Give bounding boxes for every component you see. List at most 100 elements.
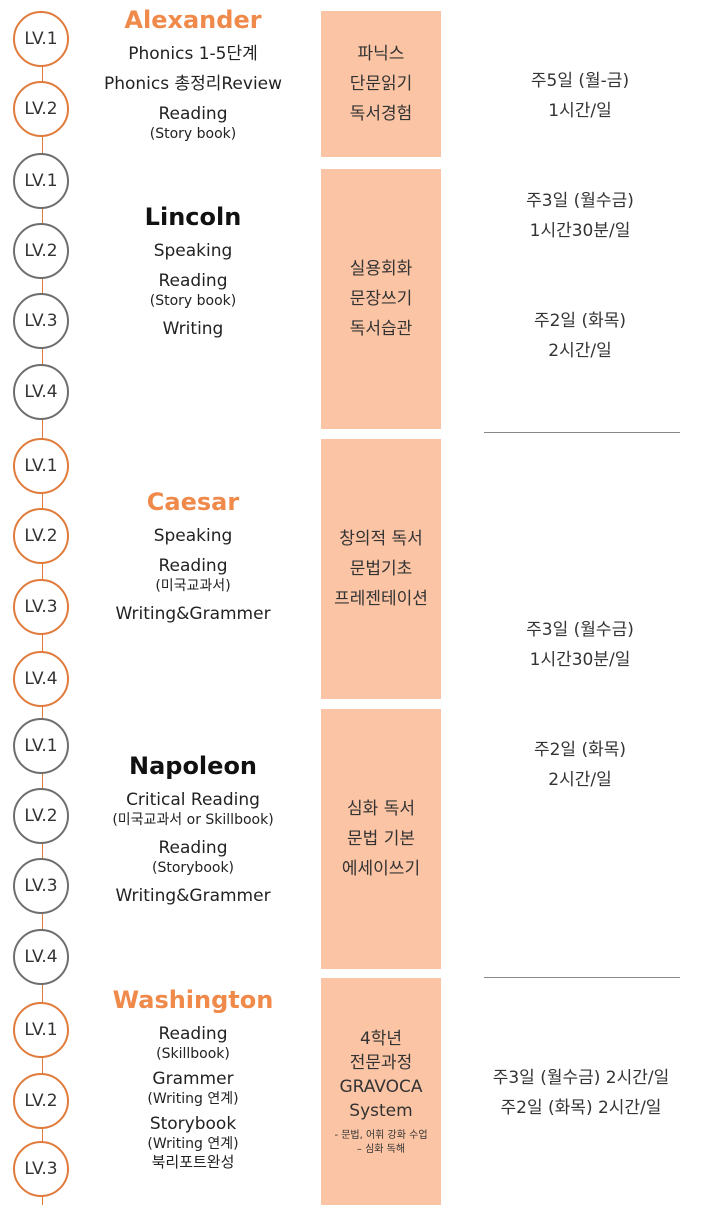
- subject-line: Writing: [162, 319, 224, 339]
- level-circle: LV.3: [13, 579, 69, 635]
- subject-sub: (미국교과서 or Skillbook): [112, 812, 274, 828]
- level-circle: LV.1: [13, 718, 69, 774]
- subject-line: Reading: [158, 838, 228, 858]
- schedule-line: 주2일 (화목): [533, 311, 627, 331]
- focus-box-caesar: 창의적 독서 문법기초 프레젠테이션: [321, 439, 441, 699]
- focus-item: GRAVOCA: [339, 1076, 423, 1097]
- level-circle: LV.2: [13, 81, 69, 137]
- subject-sub: (Storybook): [151, 860, 235, 876]
- level-label: LV.1: [24, 29, 58, 49]
- level-circle: LV.4: [13, 929, 69, 985]
- focus-item: 문법 기본: [347, 829, 415, 849]
- focus-item: 독서경험: [349, 104, 413, 124]
- subject-line: Writing&Grammer: [115, 886, 271, 906]
- schedule-line: 주2일 (화목): [533, 740, 627, 760]
- focus-note-line: – 심화 독해: [356, 1143, 406, 1155]
- level-circle: LV.2: [13, 223, 69, 279]
- subject-line: Grammer: [152, 1069, 234, 1089]
- program-title: Alexander: [124, 6, 262, 34]
- level-label: LV.2: [24, 99, 58, 119]
- focus-item: 실용회화: [349, 259, 413, 279]
- schedule-line: 주2일 (화목) 2시간/일: [500, 1098, 662, 1118]
- focus-box-lincoln: 실용회화 문장쓰기 독서습관: [321, 169, 441, 429]
- focus-item: 에세이쓰기: [341, 859, 421, 879]
- subject-sub: (Writing 연계): [147, 1136, 239, 1152]
- program-title: Lincoln: [144, 203, 242, 231]
- subject-sub: (Writing 연계): [147, 1091, 239, 1107]
- subject-line: Reading: [158, 104, 228, 124]
- focus-item: 단문읽기: [349, 74, 413, 94]
- level-label: LV.2: [24, 1091, 58, 1111]
- program-title: Caesar: [146, 488, 240, 516]
- subject-line: Phonics 1-5단계: [128, 44, 258, 64]
- subject-line: Speaking: [153, 526, 233, 546]
- level-label: LV.3: [24, 876, 58, 896]
- level-label: LV.4: [24, 669, 58, 689]
- schedule-line: 1시간30분/일: [529, 650, 631, 670]
- level-label: LV.2: [24, 526, 58, 546]
- level-circle: LV.3: [13, 858, 69, 914]
- subject-sub: (Skillbook): [156, 1046, 230, 1062]
- level-circle: LV.2: [13, 508, 69, 564]
- schedule-line: 주3일 (월수금): [526, 191, 634, 211]
- focus-item: System: [349, 1100, 413, 1121]
- focus-item: 독서습관: [349, 319, 413, 339]
- section-divider: [484, 432, 680, 433]
- schedule-line: 주3일 (월수금) 2시간/일: [492, 1068, 670, 1088]
- program-washington: Washington Reading (Skillbook) Grammer (…: [90, 985, 296, 1171]
- schedule-line: 1시간/일: [548, 101, 612, 121]
- focus-item: 4학년: [359, 1028, 403, 1049]
- schedule-block: 주3일 (월수금) 1시간30분/일: [480, 615, 680, 675]
- program-napoleon: Napoleon Critical Reading (미국교과서 or Skil…: [90, 751, 296, 907]
- level-label: LV.4: [24, 382, 58, 402]
- level-label: LV.1: [24, 736, 58, 756]
- schedule-block: 주5일 (월-금) 1시간/일: [480, 66, 680, 126]
- level-label: LV.3: [24, 311, 58, 331]
- schedule-block: 주2일 (화목) 2시간/일: [480, 735, 680, 795]
- schedule-block: 주3일 (월수금) 2시간/일 주2일 (화목) 2시간/일: [470, 1063, 692, 1123]
- schedule-block: 주3일 (월수금) 1시간30분/일: [480, 186, 680, 246]
- schedule-line: 주3일 (월수금): [526, 620, 634, 640]
- section-divider: [484, 977, 680, 978]
- focus-note-line: - 문법, 어휘 강화 수업: [334, 1129, 428, 1141]
- subject-sub: (Story book): [149, 293, 237, 309]
- subject-line: Storybook: [149, 1114, 237, 1134]
- subject-sub: (Story book): [149, 126, 237, 142]
- subject-line: 북리포트완성: [151, 1153, 235, 1171]
- level-circle: LV.2: [13, 1073, 69, 1129]
- focus-item: 심화 독서: [347, 799, 415, 819]
- focus-item: 파닉스: [357, 44, 405, 64]
- level-label: LV.2: [24, 241, 58, 261]
- subject-line: Reading: [158, 271, 228, 291]
- level-label: LV.3: [24, 1159, 58, 1179]
- level-circle: LV.1: [13, 11, 69, 67]
- level-label: LV.2: [24, 806, 58, 826]
- subject-line: Critical Reading: [126, 790, 260, 810]
- level-label: LV.1: [24, 1020, 58, 1040]
- subject-line: Phonics 총정리Review: [103, 74, 283, 94]
- level-circle: LV.1: [13, 1002, 69, 1058]
- schedule-line: 주5일 (월-금): [530, 71, 630, 91]
- subject-line: Writing&Grammer: [115, 604, 271, 624]
- level-label: LV.1: [24, 456, 58, 476]
- focus-item: 창의적 독서: [339, 529, 423, 549]
- level-label: LV.3: [24, 597, 58, 617]
- subject-line: Reading: [158, 556, 228, 576]
- schedule-line: 1시간30분/일: [529, 221, 631, 241]
- level-circle: LV.3: [13, 1141, 69, 1197]
- focus-item: 전문과정: [349, 1052, 413, 1073]
- program-caesar: Caesar Speaking Reading (미국교과서) Writing&…: [90, 487, 296, 625]
- program-title: Washington: [112, 986, 274, 1014]
- focus-item: 문법기초: [349, 559, 413, 579]
- level-circle: LV.4: [13, 364, 69, 420]
- program-lincoln: Lincoln Speaking Reading (Story book) Wr…: [90, 202, 296, 340]
- level-label: LV.1: [24, 171, 58, 191]
- schedule-block: 주2일 (화목) 2시간/일: [480, 306, 680, 366]
- level-circle: LV.1: [13, 438, 69, 494]
- schedule-line: 2시간/일: [548, 770, 612, 790]
- focus-box-alexander: 파닉스 단문읽기 독서경험: [321, 11, 441, 157]
- program-title: Napoleon: [128, 752, 258, 780]
- subject-sub: (미국교과서): [155, 578, 231, 594]
- level-circle: LV.1: [13, 153, 69, 209]
- focus-box-washington: 4학년 전문과정 GRAVOCA System - 문법, 어휘 강화 수업 –…: [321, 978, 441, 1205]
